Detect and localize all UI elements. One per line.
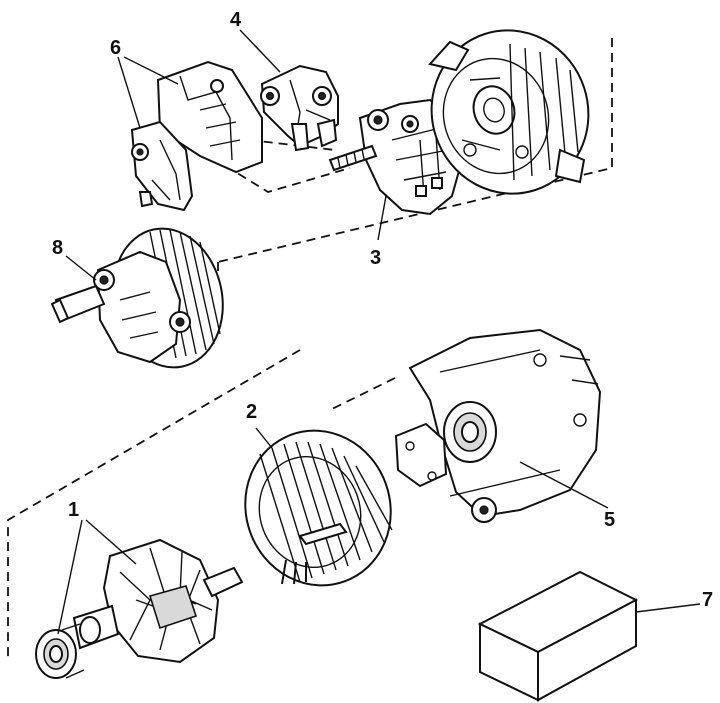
part-7-box bbox=[477, 570, 639, 702]
part-8-end-shield bbox=[50, 227, 224, 369]
callout-6: 6 bbox=[110, 37, 121, 59]
callout-labels: 1 2 3 4 5 6 7 8 bbox=[52, 9, 713, 611]
part-6-regulator bbox=[130, 60, 263, 212]
part-1-rotor bbox=[35, 538, 244, 679]
leader-lines bbox=[57, 29, 701, 635]
part-5-drive-housing bbox=[394, 328, 602, 523]
part-2-stator bbox=[244, 429, 393, 587]
part-4-module bbox=[260, 64, 339, 152]
callout-4: 4 bbox=[230, 9, 242, 31]
callout-8: 8 bbox=[52, 237, 63, 259]
callout-7: 7 bbox=[702, 589, 713, 611]
rear-cover bbox=[428, 29, 590, 195]
callout-3: 3 bbox=[370, 247, 381, 269]
callout-2: 2 bbox=[246, 401, 257, 423]
callout-1: 1 bbox=[68, 499, 79, 521]
callout-5: 5 bbox=[604, 509, 615, 531]
